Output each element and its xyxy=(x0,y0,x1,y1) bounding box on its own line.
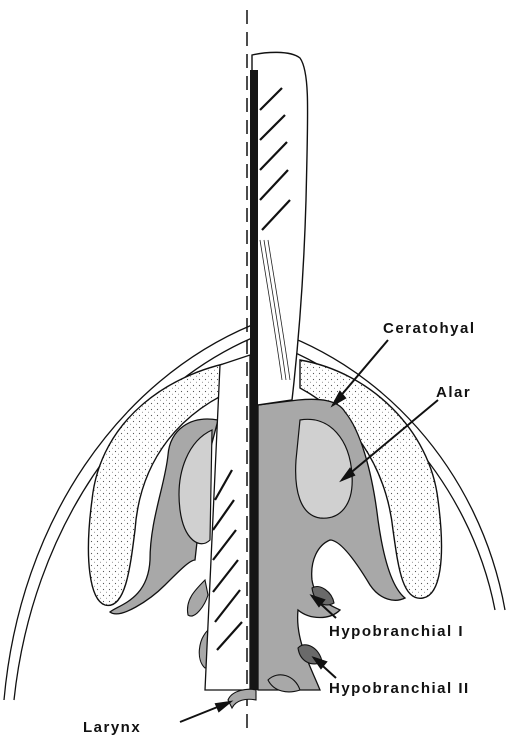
basihyal-left xyxy=(205,355,250,690)
larynx-label: Larynx xyxy=(83,719,141,736)
lingual-rod xyxy=(252,52,308,405)
alar-label: Alar xyxy=(436,384,471,401)
hypobranchial-1-label: Hypobranchial I xyxy=(329,623,464,640)
larynx-shape xyxy=(228,689,256,708)
hypobranchial-2-label: Hypobranchial II xyxy=(329,680,470,697)
ceratohyal-label: Ceratohyal xyxy=(383,320,476,337)
